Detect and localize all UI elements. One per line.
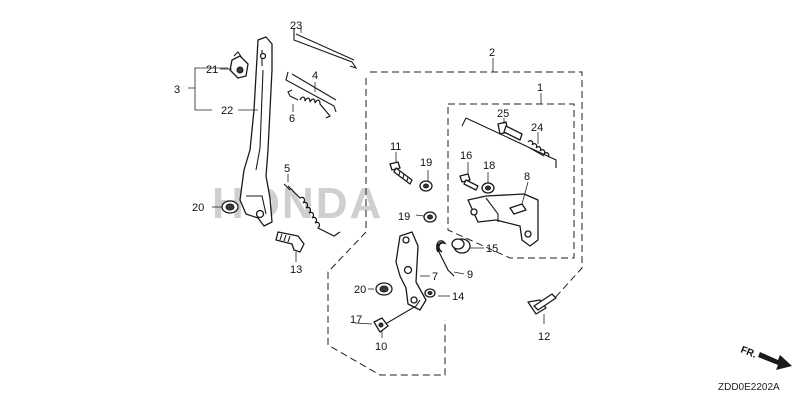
diagram-code: ZDD0E2202A: [718, 382, 780, 393]
callout-12: 12: [538, 331, 550, 343]
control-lever-7: [395, 231, 427, 311]
bolt-25: [497, 121, 523, 141]
callout-22: 22: [221, 105, 233, 117]
rod-23: [293, 28, 358, 70]
group-bracket-3: [188, 67, 228, 111]
callout-20-right: 20: [354, 284, 366, 296]
callout-2: 2: [489, 47, 495, 59]
front-direction-indicator: FR.: [739, 345, 792, 370]
callout-19-upper: 19: [420, 157, 432, 169]
callout-3: 3: [174, 84, 180, 96]
callout-6: 6: [289, 113, 295, 125]
callout-11: 11: [390, 141, 401, 153]
nut-14: [424, 288, 436, 298]
nut-19-lower: [423, 211, 437, 223]
callout-8: 8: [524, 171, 530, 183]
watermark-text: HONDA: [212, 179, 383, 228]
callout-24: 24: [531, 122, 543, 134]
callout-19-lower: 19: [398, 211, 410, 223]
nut-18: [481, 182, 495, 194]
spring-5: [283, 183, 341, 237]
collar-15: [451, 238, 471, 254]
front-arrow-icon: [758, 352, 792, 370]
callout-4: 4: [312, 70, 318, 82]
bolt-16: [459, 173, 479, 191]
callout-1: 1: [537, 82, 543, 94]
callout-9: 9: [467, 269, 473, 281]
bolt-12: [527, 293, 557, 315]
bolt-11: [389, 161, 413, 185]
leader-lines: [212, 27, 545, 338]
callout-13: 13: [290, 264, 302, 276]
rod-4: [285, 71, 337, 113]
callout-21: 21: [206, 64, 218, 76]
callout-14: 14: [452, 291, 464, 303]
assembly-outline-2: [327, 71, 583, 376]
callout-16: 16: [460, 150, 472, 162]
bracket-plate-8: [467, 193, 539, 247]
callout-23: 23: [290, 20, 302, 32]
callout-20-left: 20: [192, 202, 204, 214]
callout-25: 25: [497, 108, 509, 120]
callout-17: 17: [350, 314, 362, 326]
plate-1-outline: [461, 117, 557, 168]
spring-6: [287, 89, 331, 119]
rod-10: [373, 299, 421, 333]
front-label: FR.: [739, 345, 758, 361]
nut-20-right: [375, 282, 393, 296]
spring-9: [436, 240, 455, 277]
callout-labels: 23 2 1 21 3 4 22 6 25 24 11 16 19 18 5 8…: [174, 20, 550, 353]
lever-arm-22: [239, 36, 273, 227]
callout-18: 18: [483, 160, 495, 172]
nut-19-upper: [419, 180, 433, 192]
bolt-13: [275, 231, 305, 253]
callout-5: 5: [284, 163, 290, 175]
nut-20-left: [221, 200, 239, 214]
clip-21: [229, 51, 249, 79]
assembly-outline-1: [447, 103, 575, 259]
callout-7: 7: [432, 271, 438, 283]
callout-15: 15: [486, 243, 498, 255]
callout-10: 10: [375, 341, 387, 353]
